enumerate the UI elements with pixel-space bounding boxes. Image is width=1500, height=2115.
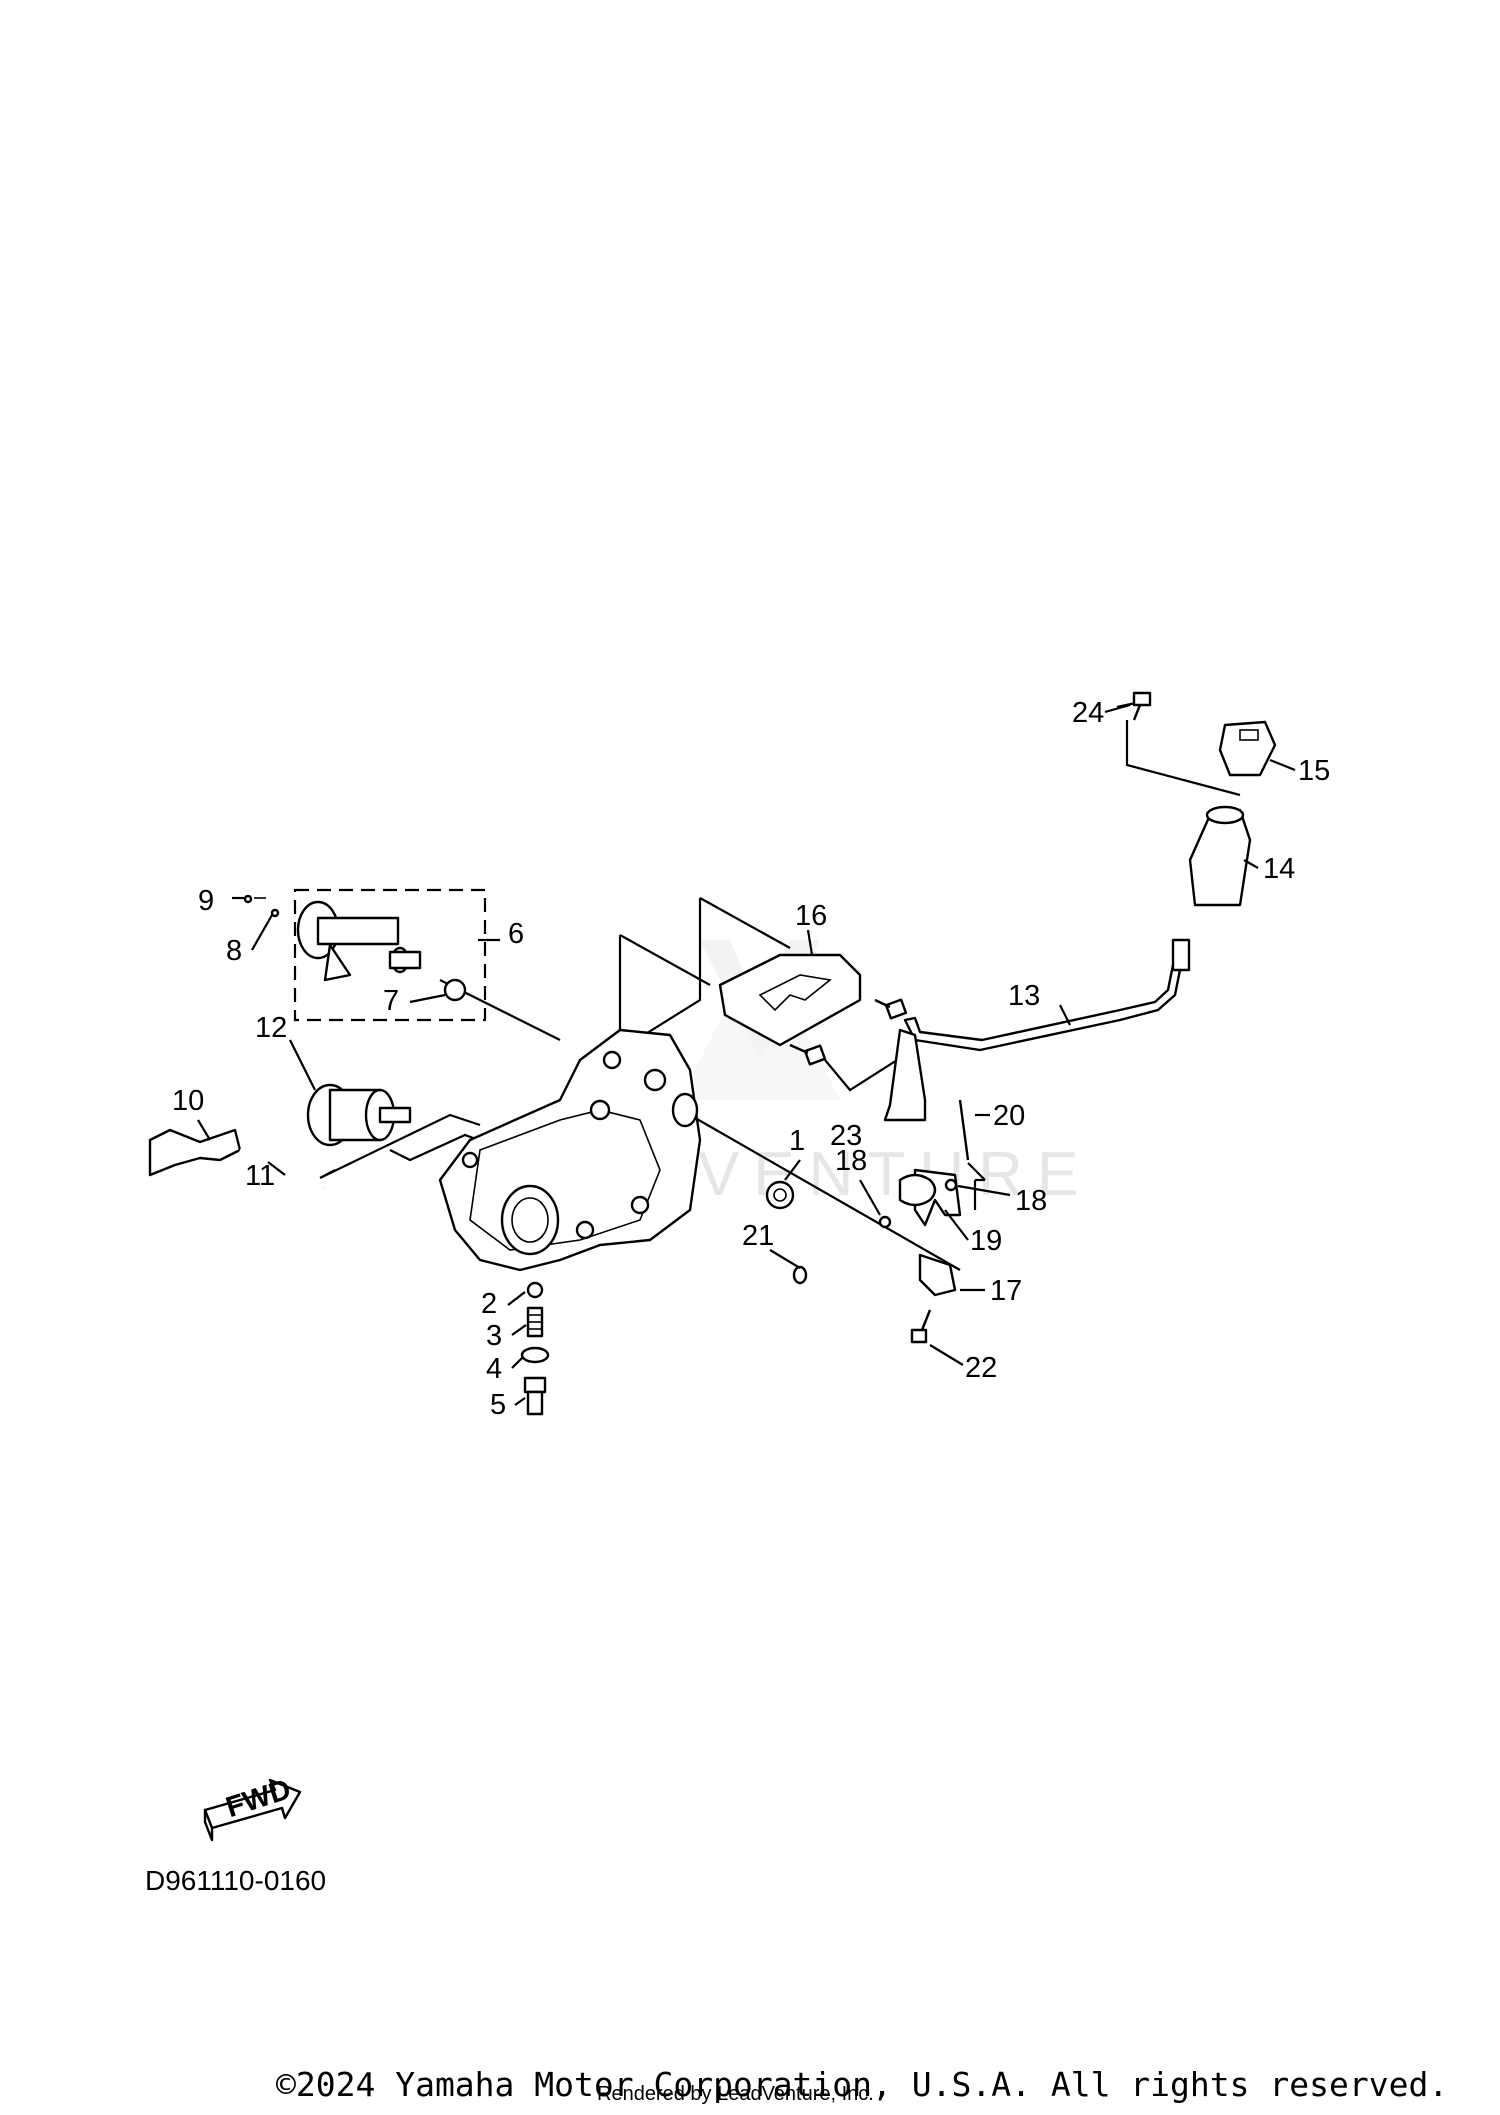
callout-8: 8 <box>226 935 242 967</box>
shift-guide-plate <box>718 953 862 1047</box>
callout-2: 2 <box>481 1288 497 1320</box>
washer <box>765 1180 795 1210</box>
callout-22: 22 <box>965 1352 997 1384</box>
circlips-18 <box>878 1178 958 1229</box>
bolt-21 <box>792 1238 861 1285</box>
diagram-code: D961110-0160 <box>145 1865 326 1896</box>
shift-fork <box>148 1128 242 1177</box>
copyright-notice: ©2024 Yamaha Motor Corporation, U.S.A. A… <box>276 2065 1448 2104</box>
plate-bolts <box>789 998 908 1066</box>
callouts: 1 2 3 4 5 6 7 8 9 10 11 12 13 14 15 16 1… <box>172 697 1330 1421</box>
circlip <box>443 978 467 1002</box>
callout-10: 10 <box>172 1085 204 1117</box>
callout-15: 15 <box>1298 755 1330 787</box>
detent-spring <box>526 1306 544 1338</box>
fwd-arrow-icon: FWD <box>203 1773 302 1842</box>
callout-9: 9 <box>198 885 214 917</box>
fork-rod <box>238 1145 327 1193</box>
callout-24: 24 <box>1072 697 1104 729</box>
rendered-by: Rendered by LeadVenture, Inc. <box>597 2083 874 2105</box>
crankcase <box>438 1028 702 1272</box>
shift-drum <box>306 1083 412 1147</box>
callout-3: 3 <box>486 1320 502 1352</box>
callout-leaders <box>197 703 1296 1406</box>
spring <box>898 1173 937 1207</box>
assembly-group-box <box>293 888 487 1022</box>
callout-20: 20 <box>993 1100 1025 1132</box>
shift-shaft <box>243 894 422 982</box>
callout-17: 17 <box>990 1275 1022 1307</box>
leader-lines <box>319 700 1241 1271</box>
detent-bolt <box>523 1376 547 1416</box>
knob-bolt <box>1132 691 1152 721</box>
callout-21: 21 <box>742 1220 774 1252</box>
callout-12: 12 <box>255 1012 287 1044</box>
pin <box>958 1099 970 1161</box>
callout-23: 23 <box>830 1120 862 1152</box>
callout-18a: 18 <box>835 1145 867 1177</box>
bolt-22 <box>910 1309 932 1344</box>
callout-13: 13 <box>1008 980 1040 1012</box>
callout-5: 5 <box>490 1389 506 1421</box>
callout-18b: 18 <box>1015 1185 1047 1217</box>
callout-4: 4 <box>486 1353 502 1385</box>
shift-boot <box>1188 805 1252 907</box>
detent-washer <box>520 1346 550 1364</box>
callout-16: 16 <box>795 900 827 932</box>
detent-ball <box>526 1281 544 1299</box>
callout-1: 1 <box>789 1125 805 1157</box>
callout-19: 19 <box>970 1225 1002 1257</box>
callout-11: 11 <box>245 1160 275 1192</box>
shift-knob <box>1218 720 1277 777</box>
callout-7: 7 <box>383 985 399 1017</box>
callout-14: 14 <box>1263 853 1295 885</box>
shift-lever <box>883 938 1191 1122</box>
callout-6: 6 <box>508 918 524 950</box>
